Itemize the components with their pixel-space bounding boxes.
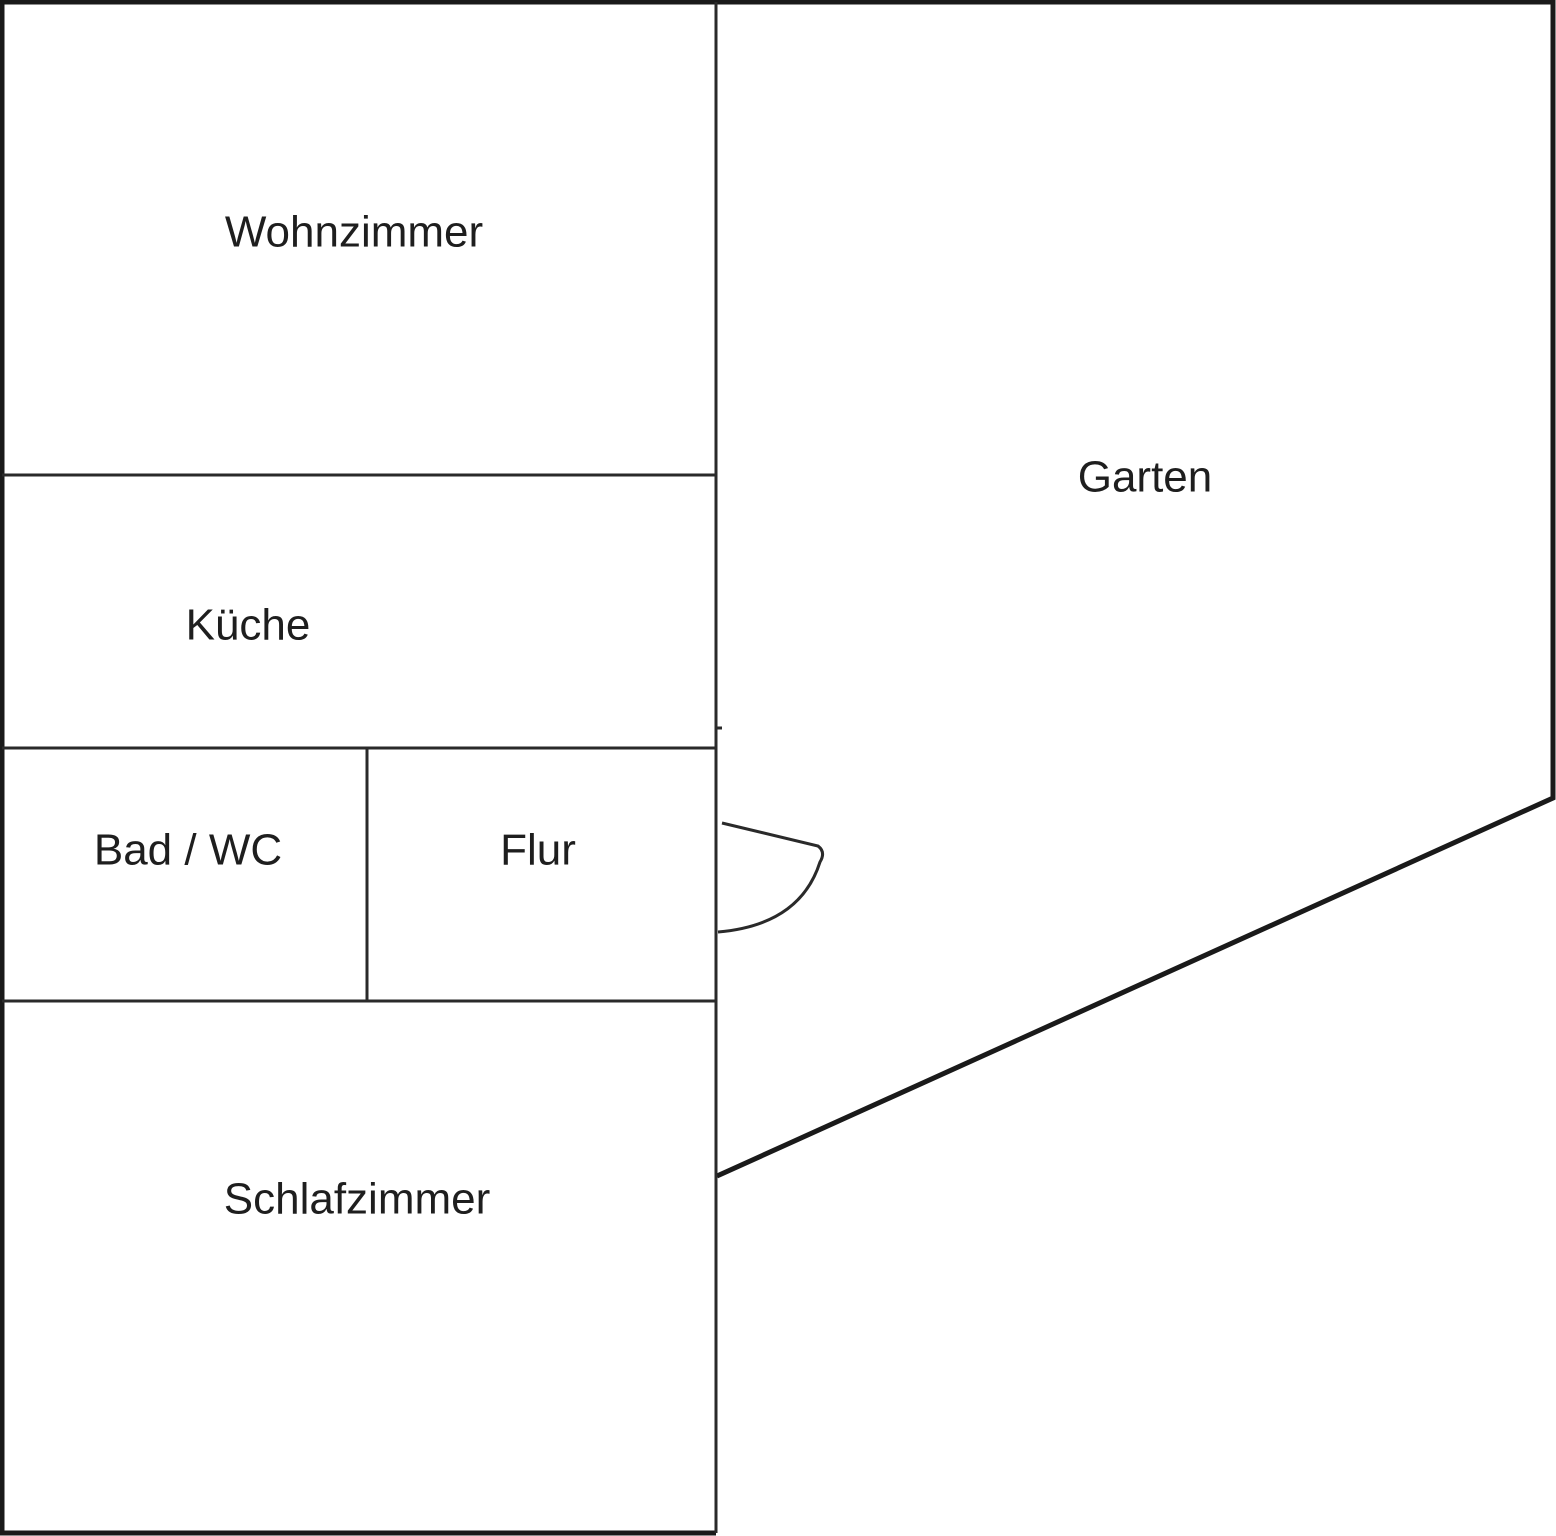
room-label-garten: Garten — [1078, 453, 1213, 502]
room-label-bad-wc: Bad / WC — [94, 826, 282, 875]
building-outer-wall — [0, 0, 716, 1536]
room-label-flur: Flur — [500, 826, 576, 875]
room-label-schlafzimmer: Schlafzimmer — [224, 1175, 491, 1224]
garden-boundary — [715, 0, 1556, 1179]
room-label-wohnzimmer: Wohnzimmer — [225, 208, 483, 257]
door-swing-icon — [717, 821, 825, 934]
room-label-kueche: Küche — [186, 601, 311, 650]
